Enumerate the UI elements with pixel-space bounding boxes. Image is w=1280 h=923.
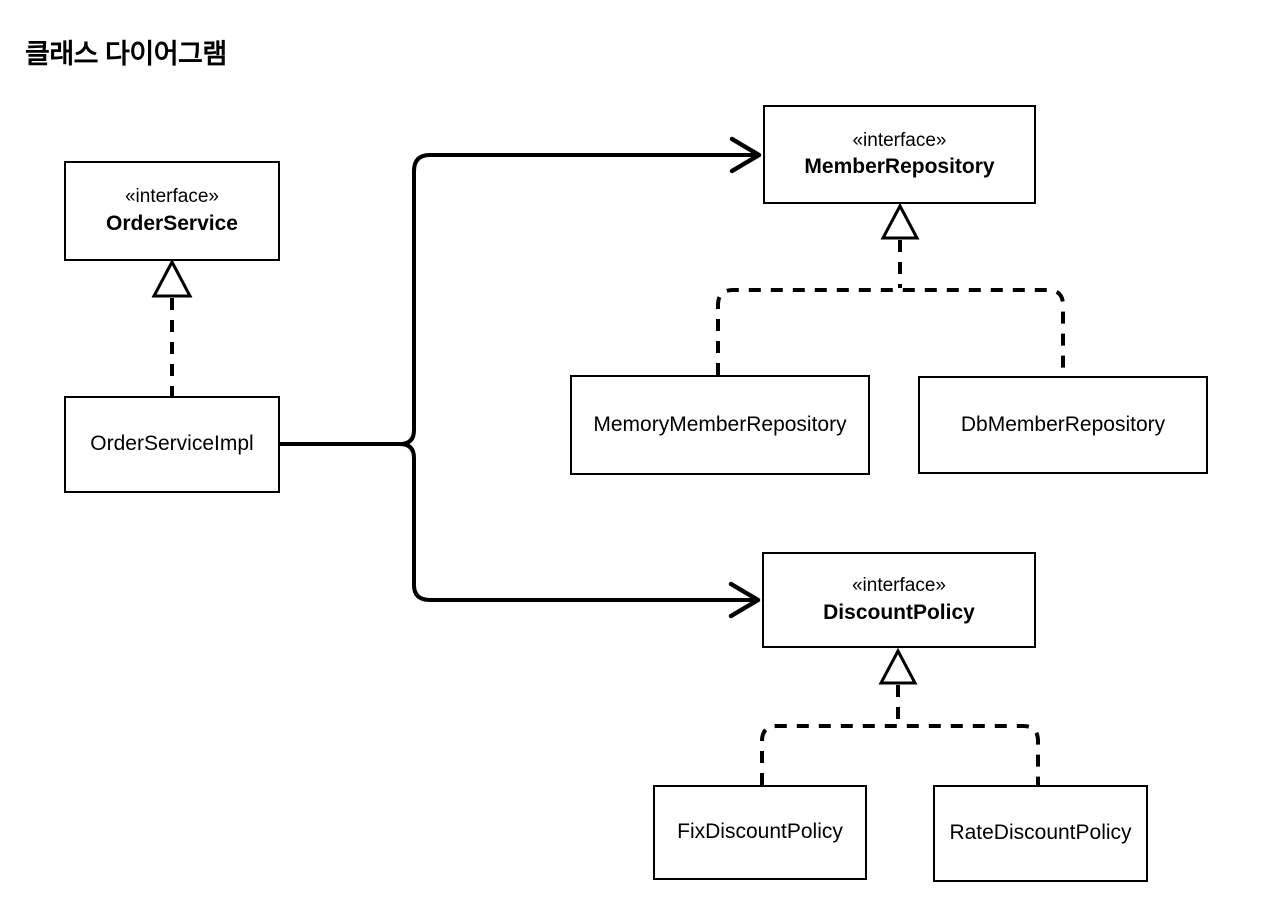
- class-box-memberrepository: «interface» MemberRepository: [763, 105, 1036, 204]
- class-name-label: OrderServiceImpl: [90, 432, 254, 456]
- hollow-triangle-arrowhead-icon: [880, 202, 920, 240]
- class-name-label: RateDiscountPolicy: [949, 821, 1132, 845]
- hollow-triangle-arrowhead-icon: [151, 258, 193, 298]
- class-box-dbmemberrepository: DbMemberRepository: [918, 376, 1208, 474]
- class-name-label: OrderService: [106, 211, 238, 235]
- class-name-label: DiscountPolicy: [823, 600, 975, 624]
- class-box-orderservice: «interface» OrderService: [64, 161, 280, 261]
- class-name-label: MemoryMemberRepository: [593, 412, 847, 436]
- open-arrowhead-icon: [728, 581, 761, 619]
- realization-fork-memberrepository-children: [716, 288, 1065, 376]
- class-box-orderserviceimpl: OrderServiceImpl: [64, 396, 280, 493]
- stereotype-label: «interface»: [852, 129, 947, 151]
- open-arrowhead-icon: [729, 136, 762, 174]
- diagram-title: 클래스 다이어그램: [25, 39, 227, 69]
- stereotype-label: «interface»: [851, 575, 946, 596]
- dependency-edge-orderserviceimpl-to-discountpolicy: [398, 442, 758, 602]
- class-box-ratediscountpolicy: RateDiscountPolicy: [933, 785, 1148, 882]
- stereotype-label: «interface»: [124, 186, 219, 207]
- hollow-triangle-arrowhead-icon: [878, 647, 918, 685]
- class-name-label: MemberRepository: [804, 155, 995, 179]
- realization-fork-discountpolicy-children: [760, 724, 1040, 785]
- class-name-label: DbMemberRepository: [960, 412, 1166, 436]
- class-box-memorymemberrepository: MemoryMemberRepository: [570, 375, 870, 475]
- class-box-discountpolicy: «interface» DiscountPolicy: [762, 552, 1036, 648]
- class-box-fixdiscountpolicy: FixDiscountPolicy: [653, 785, 867, 880]
- class-name-label: FixDiscountPolicy: [677, 820, 843, 844]
